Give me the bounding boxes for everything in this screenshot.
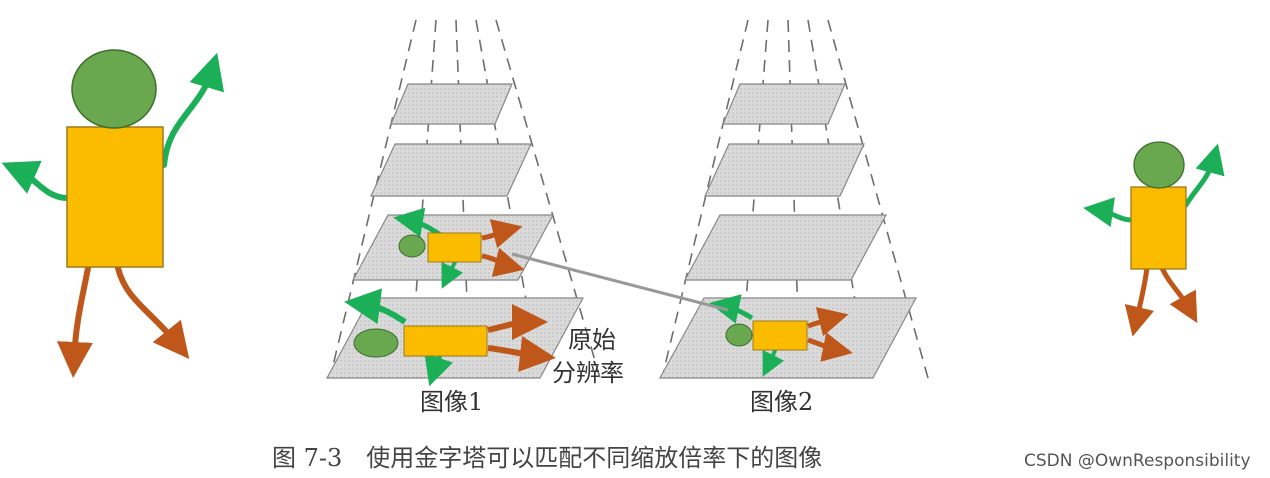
pyramid-level-4 <box>722 83 846 125</box>
arm-right <box>1183 143 1225 208</box>
leg-left <box>56 265 93 378</box>
stick-figure-large <box>1 49 225 378</box>
original-resolution-label-line2: 分辨率 <box>552 359 624 387</box>
lying-figure-level-1 <box>709 294 853 377</box>
body <box>1130 186 1187 270</box>
leg-right <box>1159 265 1198 324</box>
body <box>66 126 164 268</box>
figure-caption: 图 7-3 使用金字塔可以匹配不同缩放倍率下的图像 <box>272 444 822 472</box>
stick-figure-small <box>1083 141 1225 337</box>
match-connector <box>511 252 729 312</box>
image2-label: 图像2 <box>750 388 813 416</box>
pyramid-level-4 <box>390 83 513 125</box>
head <box>1133 141 1185 189</box>
pyramid-level-2 <box>683 214 888 281</box>
arm-left <box>1083 197 1134 227</box>
lying-figure-level-2 <box>393 207 525 289</box>
original-resolution-label-line1: 原始 <box>568 326 616 354</box>
watermark: CSDN @OwnResponsibility <box>1024 451 1251 471</box>
head <box>71 49 157 129</box>
pyramid-level-3 <box>370 143 532 197</box>
lying-figure-level-1 <box>344 288 556 387</box>
leg-left <box>1124 265 1155 337</box>
arm-right <box>161 52 225 168</box>
arm-left <box>1 160 71 201</box>
image1-label: 图像1 <box>420 388 483 416</box>
pyramid-1: 原始 分辨率 图像1 <box>325 19 624 416</box>
pyramid-2: 图像2 <box>658 19 929 416</box>
pyramid-level-3 <box>704 143 865 197</box>
leg-right <box>115 265 190 360</box>
